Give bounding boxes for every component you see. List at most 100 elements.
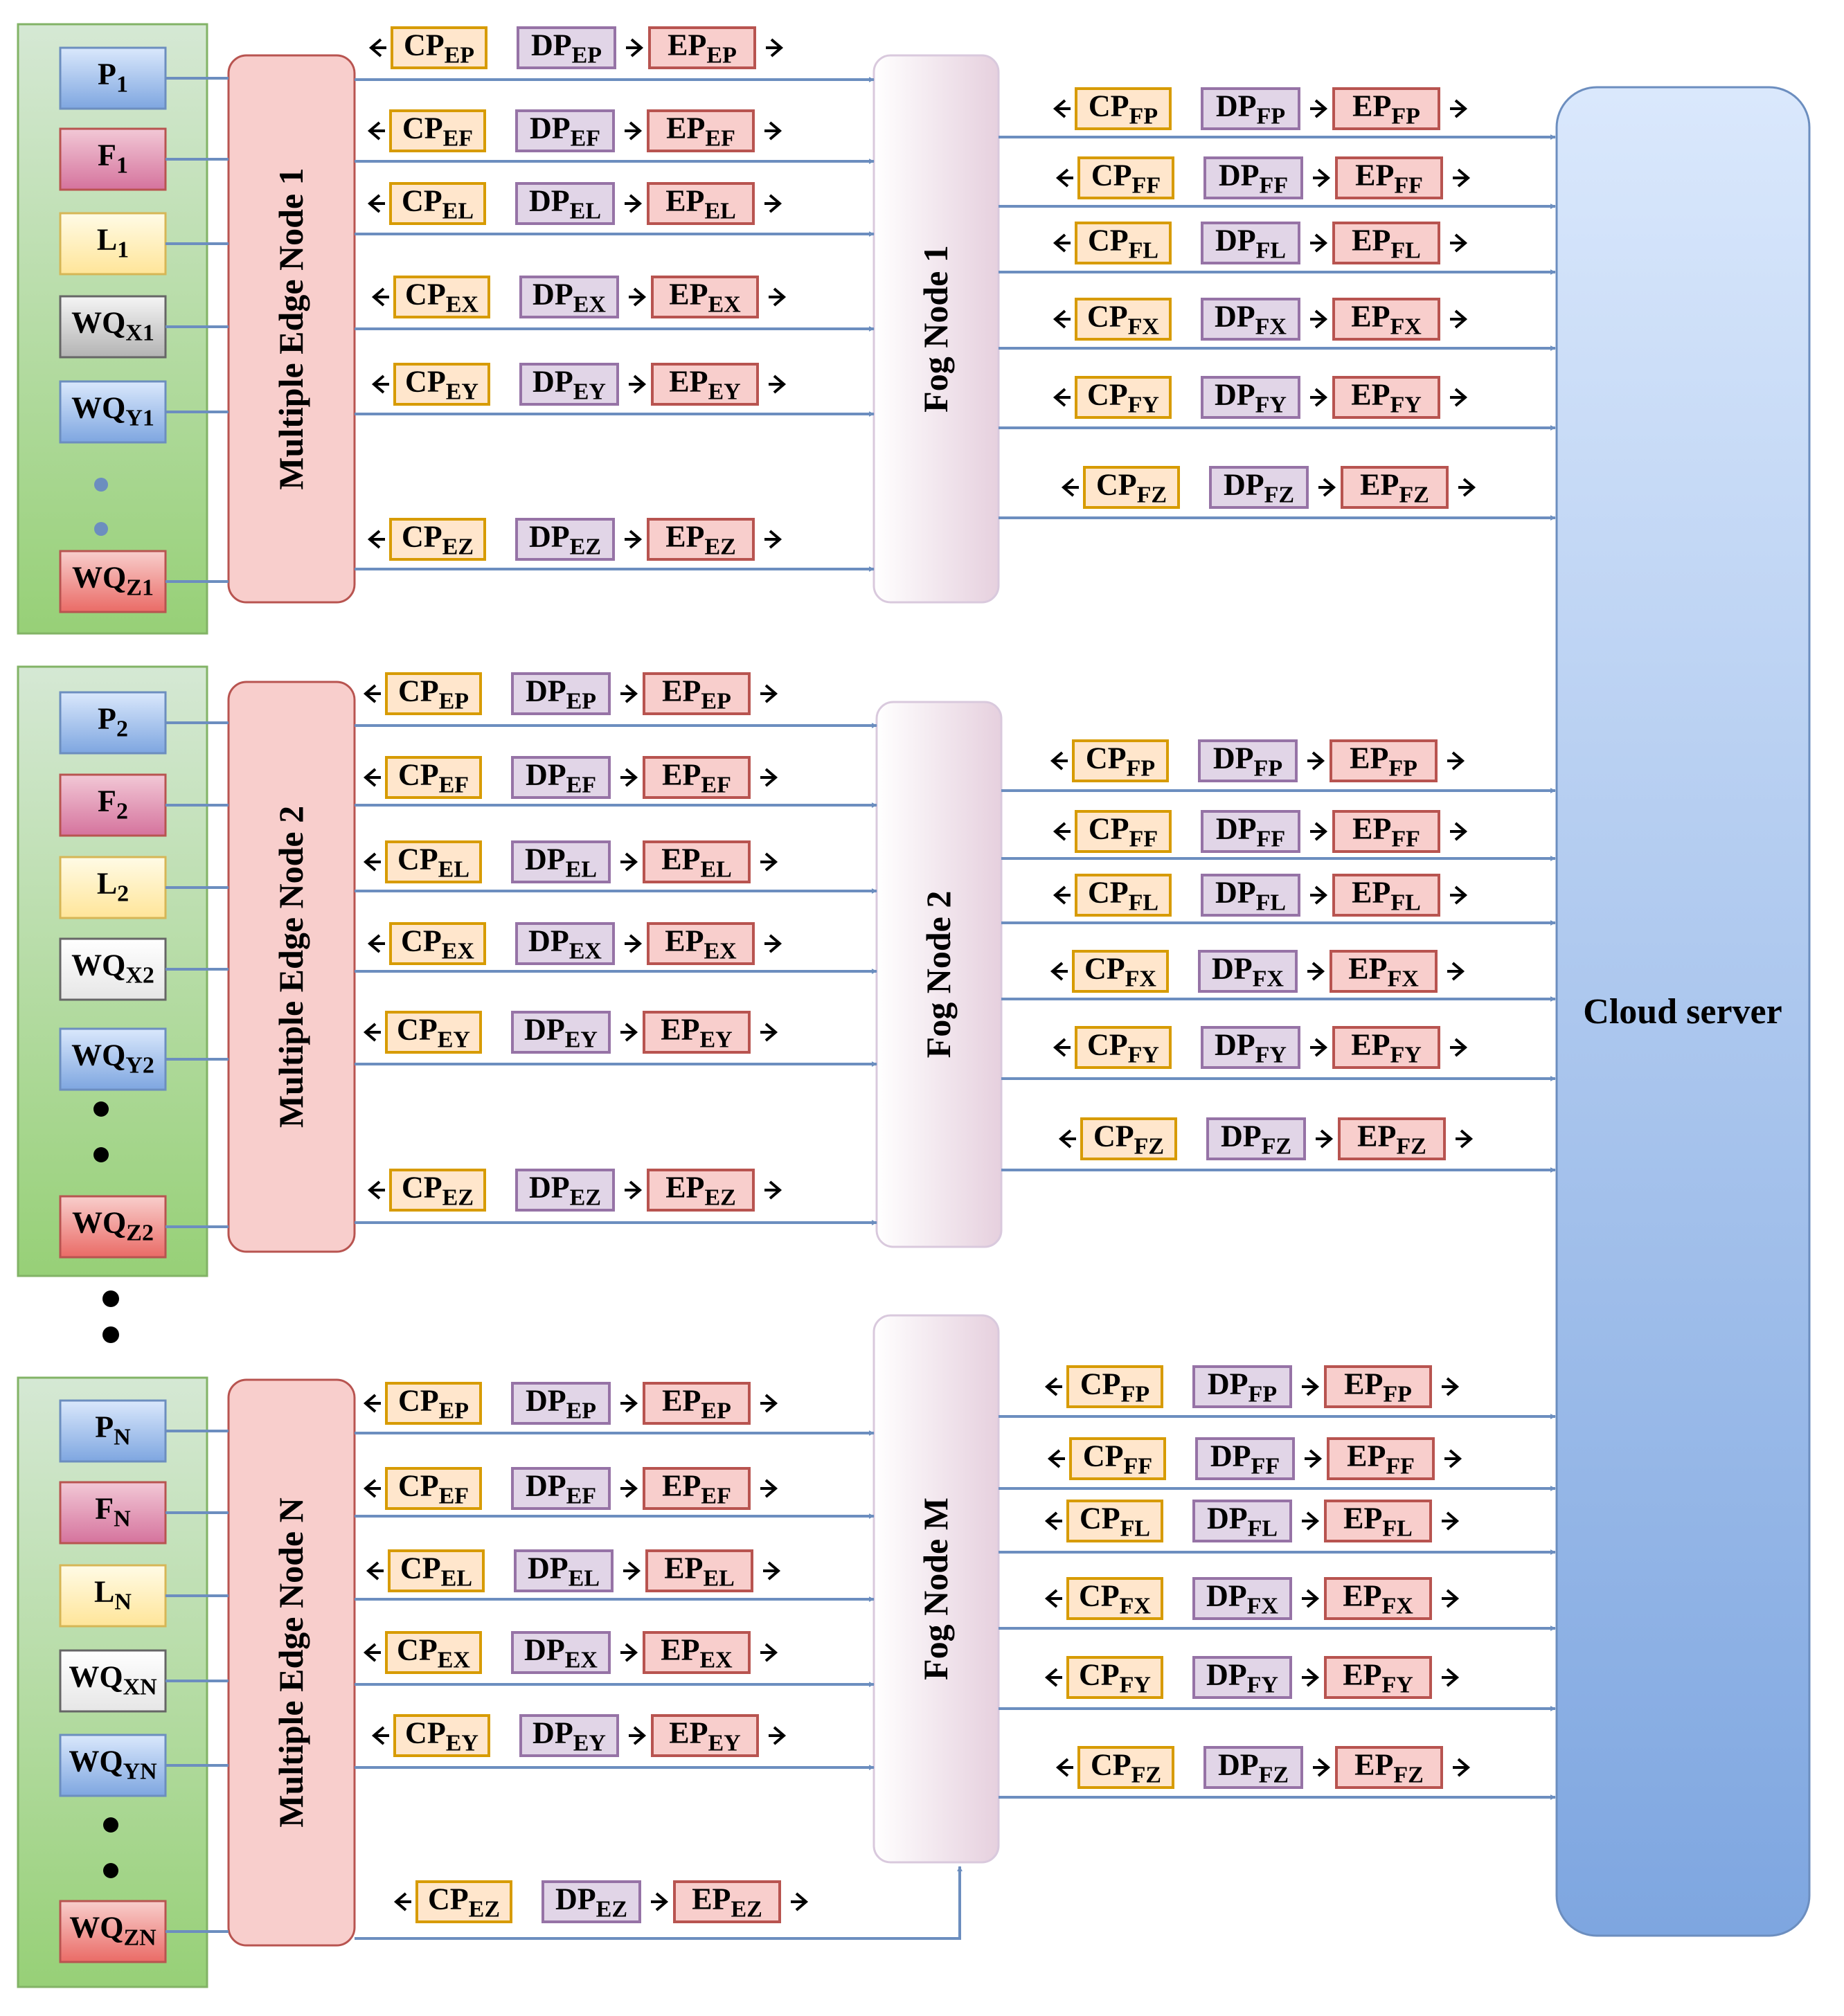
ep-label: EPEZ [665,520,736,560]
ep-box [1332,1026,1440,1069]
ep-box [1332,874,1440,917]
cp-label: CPEP [404,28,474,69]
cp-arrow-left-icon [1044,1668,1062,1687]
cp-label: CPFL [1088,876,1158,916]
ep-box [647,1169,755,1212]
dp-box [515,922,615,965]
dp-arrow-right-icon [1307,751,1325,771]
dp-arrow-right-icon [1313,168,1331,188]
dp-box [1203,156,1303,199]
cp-arrow-left-icon [1044,1377,1062,1396]
ep-box [1324,1500,1432,1542]
ep-label: EPEP [668,28,737,69]
cp-label: CPFX [1079,1579,1151,1619]
dp-arrow-right-icon [1316,1129,1334,1149]
dp-arrow-right-icon [625,1180,643,1200]
dp-arrow-right-icon [620,1023,638,1042]
ep-box [1338,1117,1446,1160]
edge-node-label: Multiple Edge Node N [271,1497,310,1827]
ep-box [1332,298,1440,341]
cp-label: CPFZ [1096,468,1167,508]
dp-box [541,1880,641,1923]
dp-label: DPEF [526,758,596,798]
dp-arrow-right-icon [629,287,647,307]
dp-box [519,1714,619,1757]
dp-arrow-right-icon [1310,309,1328,329]
ep-label: EPFX [1348,952,1419,992]
device-label: PN [95,1410,131,1450]
ep-label: EPEX [665,924,737,964]
ep-arrow-right-icon [1450,1038,1468,1057]
dp-box [1192,1500,1292,1542]
cp-label: CPFY [1087,1028,1159,1068]
device-label: WQX2 [71,948,154,989]
ep-arrow-right-icon [1450,99,1468,118]
cp-arrow-left-icon [1053,885,1071,905]
dp-label: DPFL [1215,876,1286,916]
device-box [59,550,167,613]
cp-arrow-left-icon [1061,478,1079,497]
ep-arrow-right-icon [760,852,778,872]
device-box [59,773,167,837]
ep-arrow-right-icon [1447,751,1465,771]
dp-box [1192,1577,1292,1620]
dp-box [519,363,619,406]
edge-node [227,1378,356,1947]
ep-box [643,1467,751,1510]
dp-box [1201,376,1300,419]
device-label: LN [94,1575,132,1615]
device-box [59,1481,167,1545]
device-label: P2 [98,702,128,742]
cp-label: CPEP [398,1384,469,1424]
ep-box [1327,1437,1435,1480]
cp-arrow-left-icon [363,768,381,787]
dp-label: DPFP [1216,89,1285,129]
ep-label: EPEL [664,1551,735,1592]
dp-box [514,1549,614,1592]
device-label: WQY1 [71,391,154,431]
cp-arrow-left-icon [1053,233,1071,253]
ep-box [651,276,759,318]
ep-label: EPEX [661,1633,733,1673]
dp-box [511,1467,611,1510]
ep-box [651,1714,759,1757]
cp-box [393,363,490,406]
cp-box [385,1011,482,1054]
cp-arrow-left-icon [363,684,381,703]
ep-label: EPFY [1343,1658,1413,1698]
dp-label: DPFX [1212,952,1284,992]
dp-box [1201,87,1300,130]
device-label: WQZN [69,1911,156,1951]
dp-label: DPEL [529,184,601,224]
device-box [59,212,167,276]
cp-box [1066,1500,1163,1542]
dp-box [1192,1365,1292,1408]
ep-box [647,922,755,965]
ep-label: EPFF [1347,1439,1415,1479]
ep-arrow-right-icon [1444,1449,1462,1468]
dp-arrow-right-icon [620,684,638,703]
dp-label: DPFP [1213,741,1282,782]
ep-box [1335,156,1443,199]
dp-label: DPEP [531,28,602,69]
cp-box [1066,1365,1163,1408]
ep-box [643,672,751,715]
ep-box [643,840,751,883]
dp-arrow-right-icon [626,38,644,57]
ep-label: EPEY [661,1013,732,1053]
device-label: WQY2 [71,1038,154,1079]
ep-arrow-right-icon [1458,478,1476,497]
ep-box [1324,1656,1432,1699]
dp-arrow-right-icon [1302,1511,1320,1531]
dp-box [511,1382,611,1425]
ep-arrow-right-icon [1442,1511,1460,1531]
cp-arrow-left-icon [1050,962,1068,981]
device-box [59,691,167,755]
cp-label: CPFL [1088,224,1158,264]
ep-arrow-right-icon [760,1643,778,1662]
dp-label: DPEY [532,1716,606,1756]
cp-label: CPFY [1087,378,1159,418]
cp-arrow-left-icon [1047,1449,1065,1468]
ep-label: EPEZ [665,1171,736,1211]
cp-arrow-left-icon [363,1643,381,1662]
